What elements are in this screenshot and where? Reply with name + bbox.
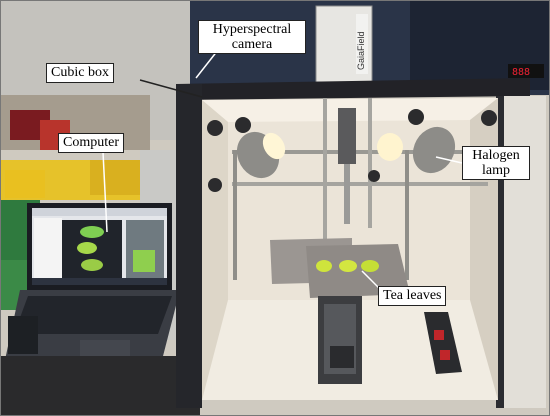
tea-leaves-label: Tea leaves — [378, 286, 447, 306]
halogen-lamp-label-line2: lamp — [482, 163, 510, 178]
hyperspectral-camera-label-line1: Hyperspectral — [212, 22, 292, 37]
cubic-box-label: Cubic box — [46, 63, 114, 83]
hyperspectral-camera-label-line2: camera — [231, 37, 273, 52]
tea-leaves-label-text: Tea leaves — [383, 288, 442, 303]
camera-brand-text: GaiaField — [356, 31, 366, 70]
computer-label-text: Computer — [63, 135, 119, 150]
svg-text:888: 888 — [512, 67, 530, 78]
halogen-lamp-label: Halogen lamp — [462, 146, 530, 180]
computer-label: Computer — [58, 133, 124, 153]
cubic-box-label-text: Cubic box — [51, 65, 109, 80]
halogen-lamp-label-line1: Halogen — [472, 148, 520, 163]
hyperspectral-camera-label: Hyperspectral camera — [198, 20, 306, 54]
